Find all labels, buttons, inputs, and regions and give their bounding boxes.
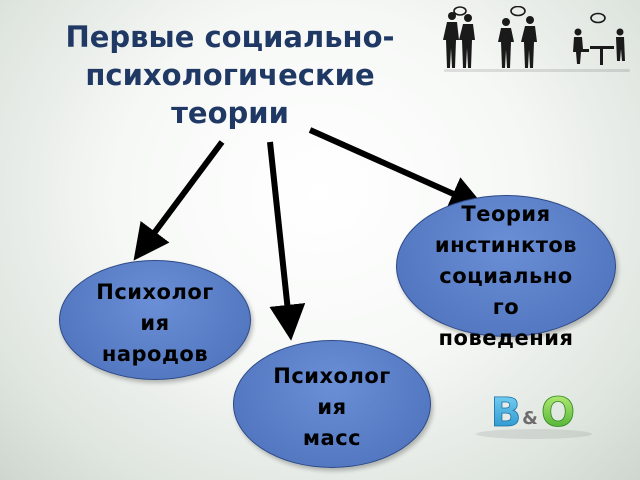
node-label: Теория инстинктов социально го поведения xyxy=(435,199,577,354)
node-label-line: Теория xyxy=(461,201,551,226)
speech-bubble-icon xyxy=(453,6,606,24)
node-label-line: Психолог xyxy=(273,363,391,388)
node-label-line: инстинктов xyxy=(434,232,578,257)
bo-logo: B & O xyxy=(476,390,592,439)
business-people-icon xyxy=(443,6,630,72)
node-label-line: народов xyxy=(101,341,209,366)
node-label-line: поведения xyxy=(438,325,574,350)
node-label-line: Психолог xyxy=(96,279,214,304)
svg-text:&: & xyxy=(522,408,538,429)
node-label-line: социально xyxy=(439,263,573,288)
node-label: Психолог ия народов xyxy=(96,277,214,370)
node-label-line: масс xyxy=(302,425,362,450)
arrow-to-social-behavior-instinct-theory xyxy=(308,127,486,211)
node-label-line: го xyxy=(492,294,520,319)
title-line-3: теории xyxy=(171,96,289,130)
title-line-2: психологические xyxy=(85,58,375,92)
node-label-line: ия xyxy=(317,394,347,419)
svg-text:O: O xyxy=(541,390,575,436)
node-label: Психолог ия масс xyxy=(273,361,391,454)
title-line-1: Первые социально- xyxy=(65,20,395,54)
node-psychology-of-peoples: Психолог ия народов xyxy=(59,260,251,380)
node-social-behavior-instinct-theory: Теория инстинктов социально го поведения xyxy=(396,195,616,350)
arrow-to-psychology-of-peoples xyxy=(133,140,225,261)
arrow-to-psychology-of-masses xyxy=(267,141,306,341)
node-psychology-of-masses: Психолог ия масс xyxy=(233,340,431,468)
svg-text:B: B xyxy=(491,390,522,436)
node-label-line: ия xyxy=(140,310,170,335)
page-title: Первые социально- психологические теории xyxy=(30,18,430,132)
